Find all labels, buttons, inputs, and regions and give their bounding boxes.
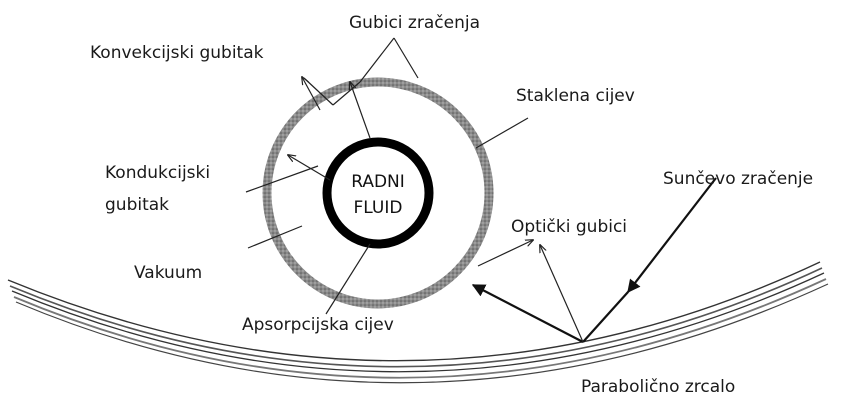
conduction-arrow	[288, 155, 331, 181]
optical-loss-arrow-2	[477, 240, 533, 267]
solar-ray-continue	[582, 291, 629, 343]
parabolic-mirror	[7, 261, 829, 384]
solar-radiation-label: Sunčevo zračenje	[663, 169, 813, 189]
conductive-loss-label-2: gubitak	[105, 195, 169, 215]
glass-tube-label: Staklena cijev	[516, 86, 635, 106]
absorber-tube	[322, 137, 434, 249]
glass-tube	[262, 77, 494, 309]
vacuum-leader	[247, 225, 303, 249]
working-fluid-label-1: RADNI	[351, 172, 405, 192]
absorber-leader	[325, 243, 371, 315]
working-fluid-label-2: FLUID	[354, 198, 403, 218]
convective-loss-arrow	[302, 77, 321, 111]
vacuum-label: Vakuum	[134, 263, 202, 283]
conductive-loss-label-1: Kondukcijski	[105, 163, 210, 183]
optical-losses-label: Optički gubici	[511, 217, 627, 237]
reflected-ray	[471, 284, 584, 343]
glass-tube-leader	[475, 117, 529, 149]
absorber-tube-label: Apsorpcijska cijev	[242, 315, 394, 335]
radiation-losses-label: Gubici zračenja	[349, 13, 480, 33]
optical-loss-arrow-1	[540, 245, 584, 343]
conduction-leader	[245, 165, 319, 193]
convective-loss-label: Konvekcijski gubitak	[90, 43, 264, 63]
solar-ray	[627, 177, 717, 294]
parabolic-mirror-label: Parabolično zrcalo	[581, 377, 735, 394]
